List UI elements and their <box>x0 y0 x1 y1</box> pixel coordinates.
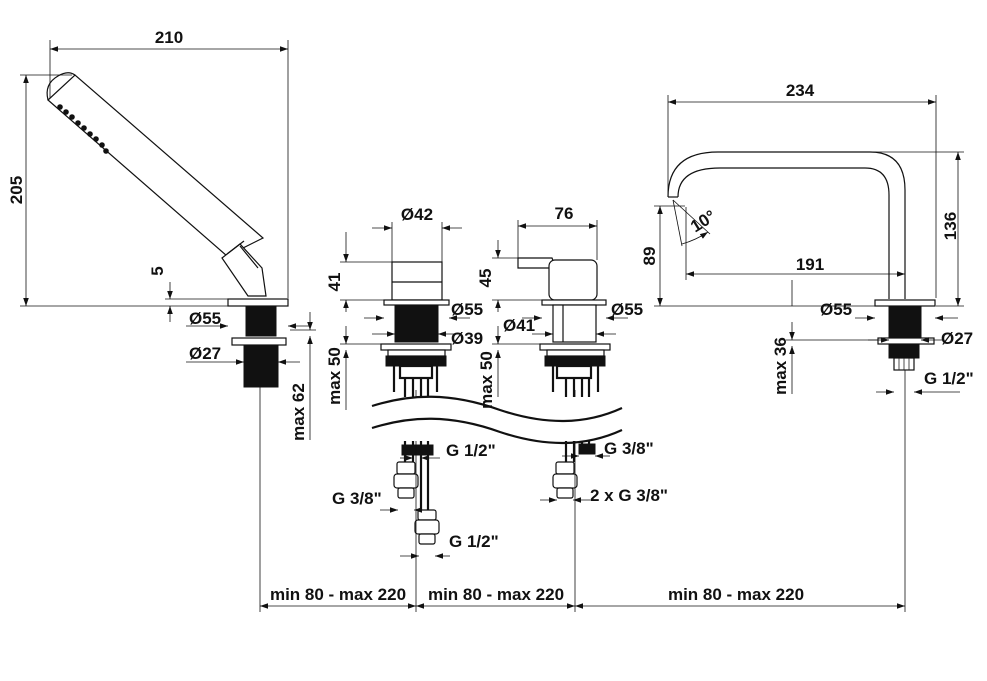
dim-spout-max-deck: max 36 <box>771 337 790 395</box>
dim-shower-flange-thickness: 5 <box>148 266 167 275</box>
dim-mixer1-g-half-top: G 1/2" <box>446 441 496 460</box>
dim-mixer2-flange-dia: Ø55 <box>611 300 643 319</box>
dim-mixer2-max-deck: max 50 <box>477 351 496 409</box>
hand-shower <box>46 72 289 388</box>
dim-shower-flange-dia: Ø55 <box>189 309 221 328</box>
dimension-labels: 210 205 5 Ø55 Ø27 max 62 Ø42 41 Ø55 Ø39 … <box>7 28 974 604</box>
dim-mixer2-height: 45 <box>476 269 495 288</box>
mixer-2 <box>517 257 611 499</box>
dim-mixer1-g-half-bottom: G 1/2" <box>449 532 499 551</box>
dim-mixer1-shank-dia: Ø39 <box>451 329 483 348</box>
dimension-lines <box>20 40 964 612</box>
dim-mixer1-g-three-eighths: G 3/8" <box>332 489 382 508</box>
mixer-1 <box>380 261 452 545</box>
dim-spout-angle: 10° <box>687 206 719 236</box>
dim-spacing-3: min 80 - max 220 <box>668 585 804 604</box>
spout <box>667 151 936 371</box>
dim-spacing-1: min 80 - max 220 <box>270 585 406 604</box>
dim-mixer1-flange-dia: Ø55 <box>451 300 483 319</box>
dim-mixer1-top-dia: Ø42 <box>401 205 433 224</box>
dim-spout-height: 136 <box>941 212 960 240</box>
dim-shower-max-deck: max 62 <box>289 383 308 441</box>
dim-mixer2-g-three-eighths: G 3/8" <box>604 439 654 458</box>
dim-shower-shank-dia: Ø27 <box>189 344 221 363</box>
dim-spout-g-half: G 1/2" <box>924 369 974 388</box>
dim-spout-shank-dia: Ø27 <box>941 329 973 348</box>
dim-mixer2-two-g-three-eighths: 2 x G 3/8" <box>590 486 668 505</box>
dim-spout-outlet-height: 89 <box>640 247 659 266</box>
dim-shower-width: 210 <box>155 28 183 47</box>
spray-nozzles <box>57 104 109 154</box>
dim-spacing-2: min 80 - max 220 <box>428 585 564 604</box>
dim-mixer1-height: 41 <box>325 273 344 292</box>
dim-mixer2-width: 76 <box>555 204 574 223</box>
dim-mixer1-max-deck: max 50 <box>325 347 344 405</box>
dim-mixer2-shank-dia: Ø41 <box>503 316 535 335</box>
break-lines <box>371 395 623 445</box>
dim-spout-flange-dia: Ø55 <box>820 300 852 319</box>
dim-shower-height: 205 <box>7 176 26 204</box>
dim-spout-reach: 234 <box>786 81 815 100</box>
dim-spout-inner-reach: 191 <box>796 255 824 274</box>
